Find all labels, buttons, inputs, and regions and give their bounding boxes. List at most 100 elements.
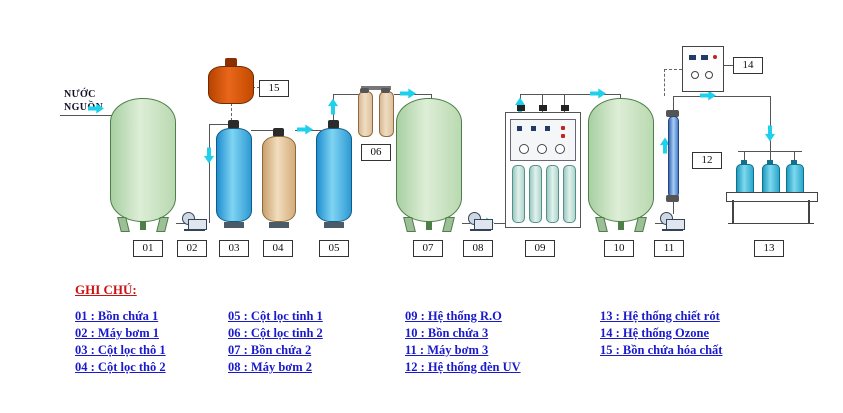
ozone-generator-14 bbox=[682, 46, 724, 92]
pump-11 bbox=[660, 212, 685, 231]
column-body bbox=[262, 136, 296, 222]
legend-item: 13 : Hệ thống chiết rót bbox=[600, 309, 720, 323]
pipe-tank3-pump3 bbox=[655, 223, 663, 224]
flow-arrow-icon bbox=[328, 99, 339, 115]
tank-outlet bbox=[140, 221, 146, 230]
legend-item: 11 : Máy bơm 3 bbox=[405, 343, 489, 357]
ro-membrane-tube bbox=[512, 165, 525, 223]
tag-11: 11 bbox=[654, 240, 684, 257]
legend-column-3: 09 : Hệ thống R.O 10 : Bồn chứa 3 11 : M… bbox=[405, 308, 521, 376]
storage-tank-01 bbox=[110, 98, 176, 232]
legend-item: 05 : Cột lọc tinh 1 bbox=[228, 309, 323, 323]
tag-05: 05 bbox=[319, 240, 349, 257]
legend-item: 03 : Cột lọc thô 1 bbox=[75, 343, 166, 357]
flow-arrow-icon bbox=[88, 103, 104, 114]
pipe-tank1-pump1 bbox=[176, 223, 190, 224]
pipe-pump1-riser bbox=[209, 124, 210, 223]
pipe-uv-riser bbox=[673, 96, 674, 111]
pump-base bbox=[470, 229, 491, 231]
uv-tube bbox=[668, 116, 679, 198]
uv-cap bbox=[666, 110, 679, 117]
water-source-line1: NƯỚC bbox=[64, 89, 96, 100]
tag-02: 02 bbox=[177, 240, 207, 257]
legend-item: 04 : Cột lọc thô 2 bbox=[75, 360, 166, 374]
cartridge-housing bbox=[379, 91, 394, 137]
legend-item: 08 : Máy bơm 2 bbox=[228, 360, 312, 374]
flow-arrow-icon bbox=[204, 148, 215, 164]
tank-outlet bbox=[618, 221, 624, 230]
legend-item: 10 : Bồn chứa 3 bbox=[405, 326, 489, 340]
tag-06: 06 bbox=[361, 144, 391, 161]
tank-body bbox=[110, 98, 176, 222]
knob-icon bbox=[705, 71, 713, 79]
column-base bbox=[269, 222, 289, 228]
indicator-icon bbox=[689, 55, 696, 60]
bottle bbox=[786, 160, 804, 194]
tag-09: 09 bbox=[525, 240, 555, 257]
table-bottom-line bbox=[728, 223, 814, 224]
indicator-light-icon bbox=[561, 134, 565, 138]
legend-item: 12 : Hệ thống đèn UV bbox=[405, 360, 521, 374]
tank-body bbox=[396, 98, 462, 222]
water-source-line2: NGUỒN bbox=[64, 102, 104, 113]
legend-column-4: 13 : Hệ thống chiết rót 14 : Hệ thống Oz… bbox=[600, 308, 722, 359]
indicator-icon bbox=[701, 55, 708, 60]
flow-arrow-icon bbox=[297, 124, 313, 135]
flow-arrow-icon bbox=[400, 88, 416, 99]
legend-item: 09 : Hệ thống R.O bbox=[405, 309, 502, 323]
chemical-tank-15 bbox=[208, 58, 254, 104]
pipe-ro-riser-3 bbox=[564, 94, 565, 114]
tag-03: 03 bbox=[219, 240, 249, 257]
pump-base bbox=[662, 229, 683, 231]
pipe-pump3-uv bbox=[673, 202, 674, 214]
knob-icon bbox=[691, 71, 699, 79]
legend-item: 01 : Bồn chứa 1 bbox=[75, 309, 159, 323]
legend-column-2: 05 : Cột lọc tinh 1 06 : Cột lọc tinh 2 … bbox=[228, 308, 323, 376]
cartridge-manifold bbox=[361, 86, 391, 90]
flow-arrow-icon bbox=[765, 126, 776, 142]
table-leg bbox=[808, 200, 810, 224]
flow-arrow-icon bbox=[590, 88, 606, 99]
valve-icon bbox=[561, 105, 569, 111]
ro-control-panel bbox=[510, 119, 576, 161]
dashed-line-ozone-h bbox=[664, 69, 682, 70]
pipe-tank2-pump2 bbox=[462, 223, 470, 224]
tank-outlet bbox=[426, 221, 432, 230]
column-base bbox=[224, 222, 244, 228]
cartridge-cap bbox=[360, 88, 369, 93]
tank-body bbox=[588, 98, 654, 222]
storage-tank-07 bbox=[396, 98, 462, 232]
tag-13: 13 bbox=[754, 240, 784, 257]
ro-system-09 bbox=[505, 112, 581, 228]
tag-01: 01 bbox=[133, 240, 163, 257]
fine-filter-column-05 bbox=[316, 120, 352, 228]
ro-membrane-tube bbox=[529, 165, 542, 223]
pipe-tank3-inlet bbox=[620, 94, 621, 101]
cartridge-housing bbox=[358, 91, 373, 137]
column-body bbox=[216, 128, 252, 222]
pipe-ro-riser-2 bbox=[542, 94, 543, 114]
pipe-filler-nozzle-3 bbox=[794, 151, 795, 164]
table-leg bbox=[732, 200, 734, 224]
indicator-light-icon bbox=[713, 55, 717, 59]
tag-08: 08 bbox=[463, 240, 493, 257]
legend-item: 15 : Bồn chứa hóa chất bbox=[600, 343, 723, 357]
pipe-column3-column4 bbox=[251, 130, 281, 131]
dashed-line-chemical-tag bbox=[252, 87, 260, 88]
fine-filter-cartridges-06 bbox=[358, 86, 394, 138]
storage-tank-10 bbox=[588, 98, 654, 232]
legend-item: 07 : Bồn chứa 2 bbox=[228, 343, 312, 357]
dashed-line-ozone-v bbox=[664, 69, 665, 96]
tag-10: 10 bbox=[604, 240, 634, 257]
ro-membrane-tube bbox=[546, 165, 559, 223]
legend-item: 14 : Hệ thống Ozone bbox=[600, 326, 710, 340]
pipe-filler-nozzle-2 bbox=[770, 151, 771, 164]
gauge-icon bbox=[519, 144, 529, 154]
tag-07: 07 bbox=[413, 240, 443, 257]
gauge-icon bbox=[537, 144, 547, 154]
valve-icon bbox=[273, 128, 284, 137]
bottle bbox=[762, 160, 780, 194]
pump-08 bbox=[468, 212, 493, 231]
indicator-icon bbox=[517, 126, 522, 131]
